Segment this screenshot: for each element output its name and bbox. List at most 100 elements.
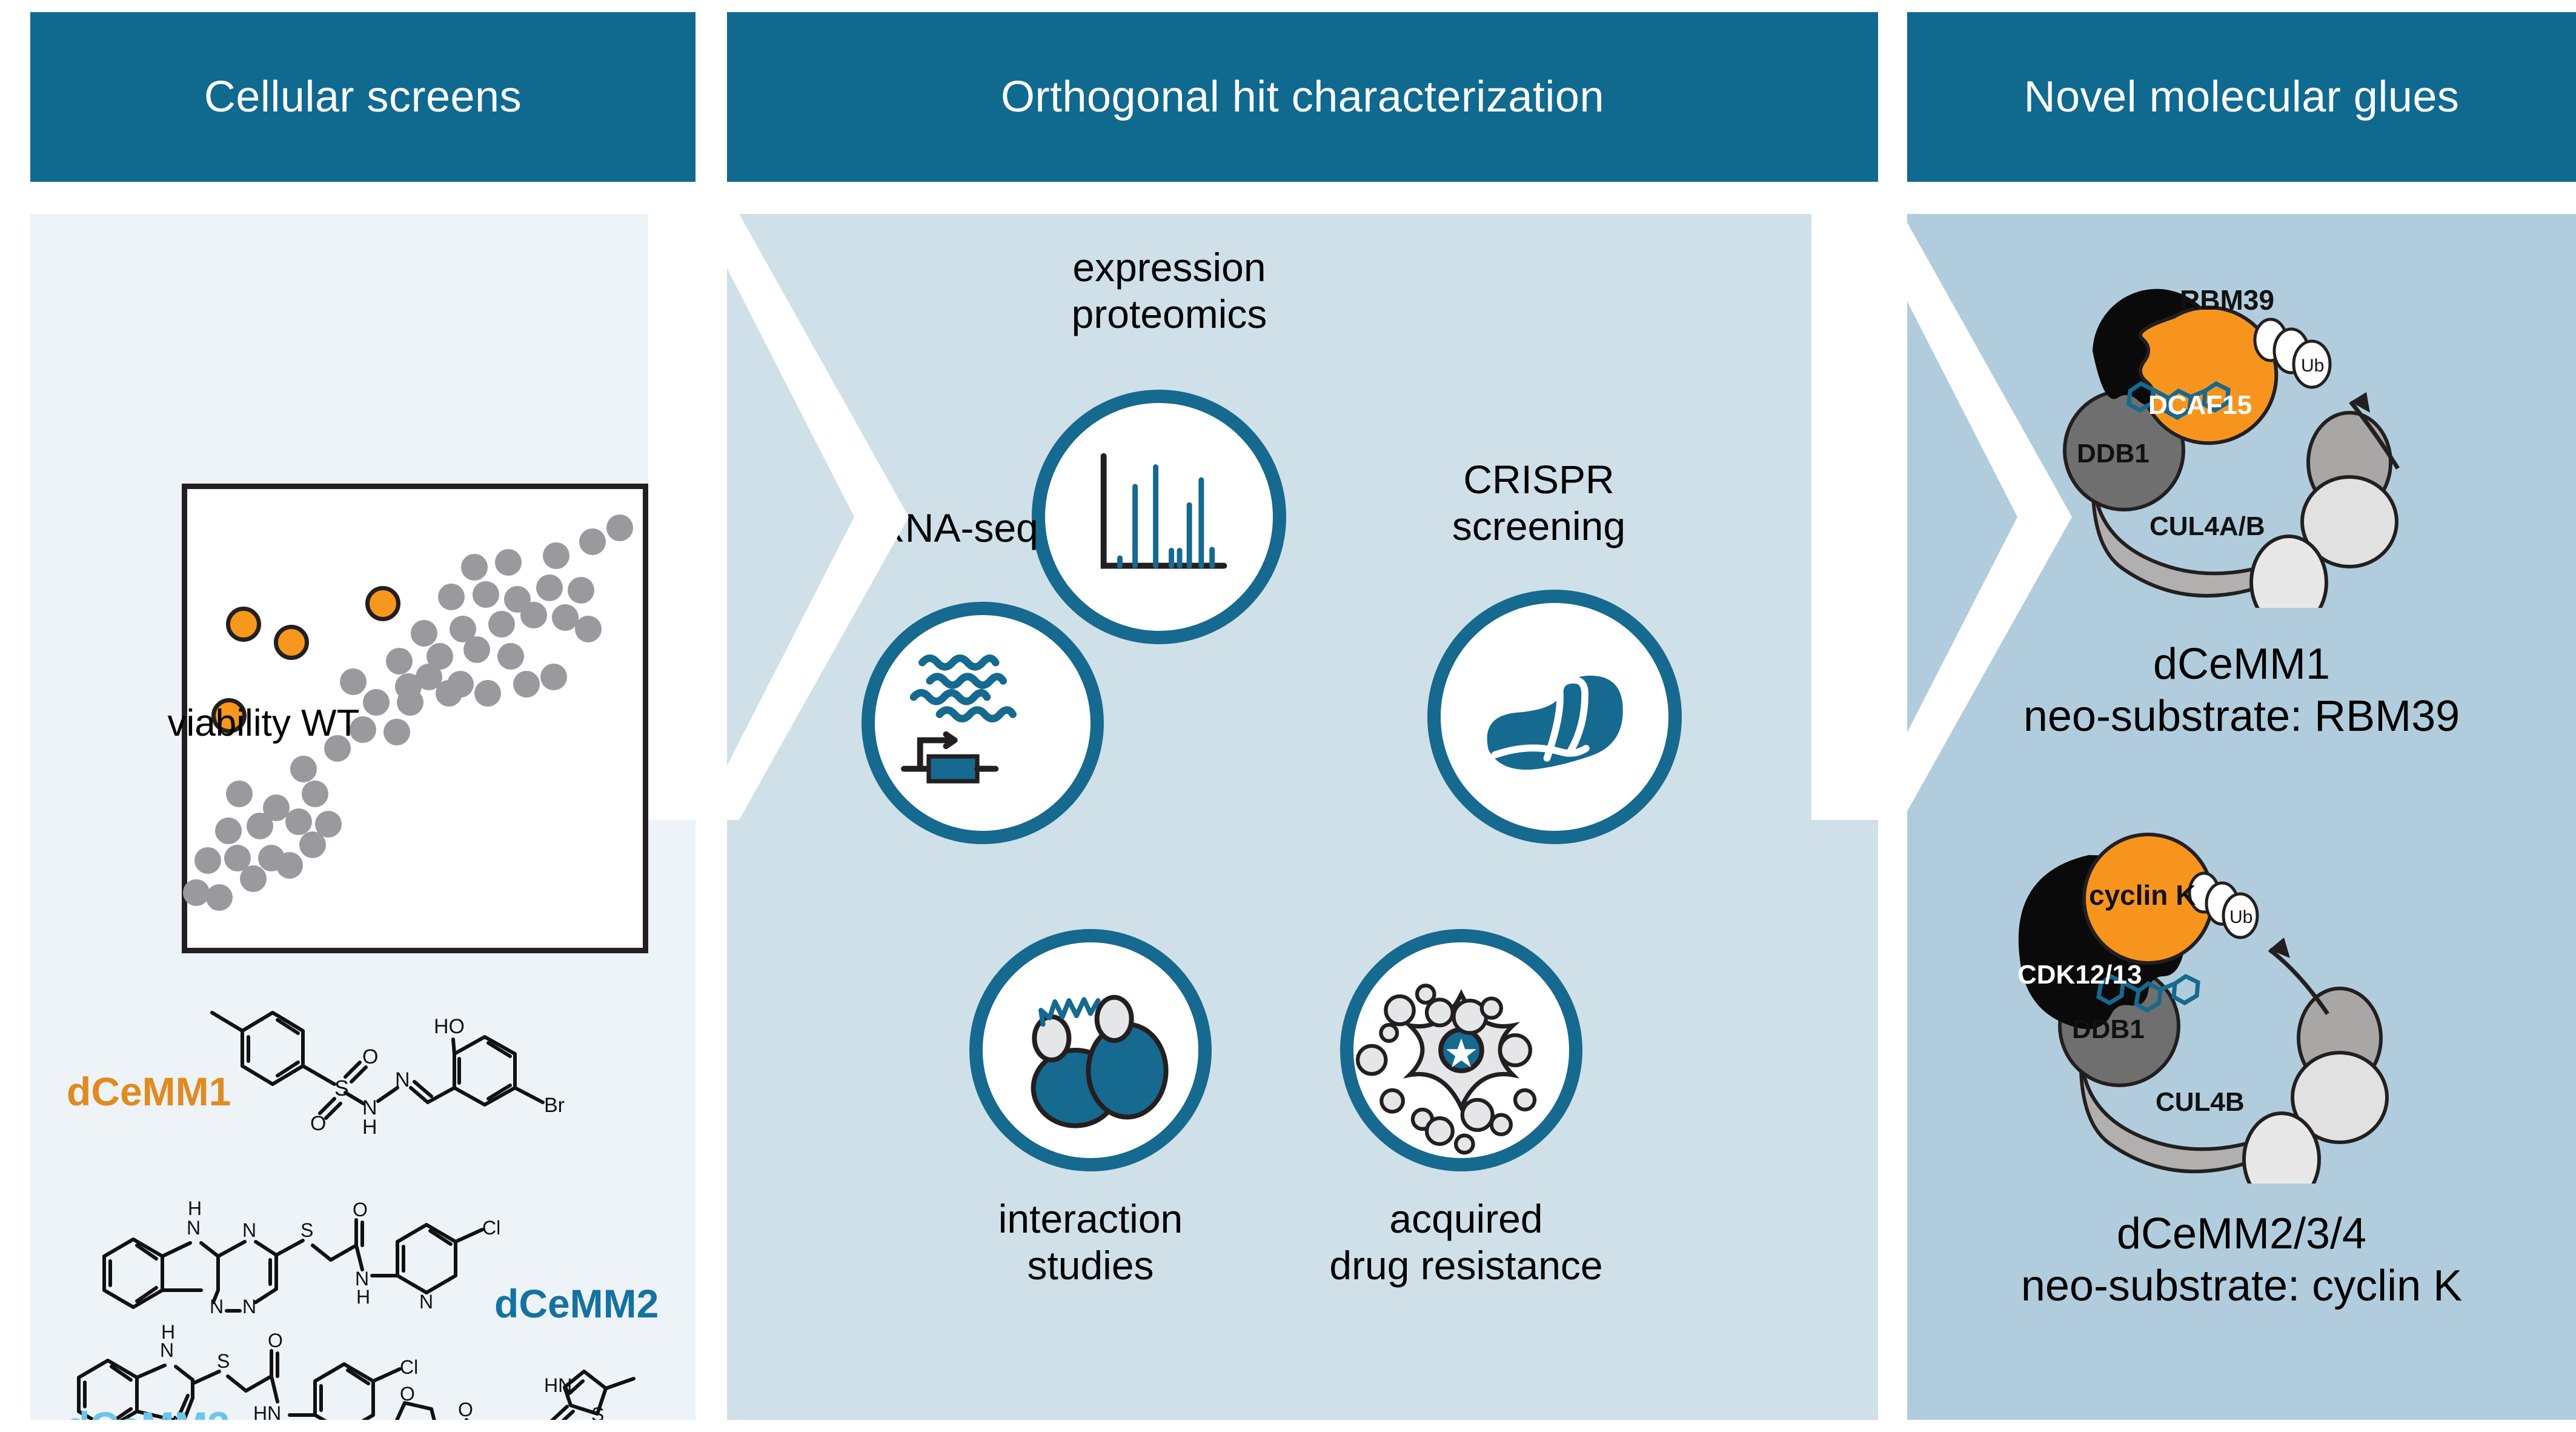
svg-text:HN: HN xyxy=(253,1402,281,1420)
svg-text:N: N xyxy=(419,1291,433,1313)
scatter-point xyxy=(194,847,221,874)
svg-text:HN: HN xyxy=(544,1374,572,1396)
method-label-interaction-studies: interaction studies xyxy=(998,1196,1183,1288)
scatter-point xyxy=(285,808,313,835)
svg-text:H: H xyxy=(356,1286,370,1308)
method-icon-rna-seq xyxy=(861,602,1104,844)
scatter-point xyxy=(349,716,376,744)
viability-scatter-plot xyxy=(182,484,648,953)
svg-text:H: H xyxy=(161,1321,175,1343)
scatter-point xyxy=(488,611,515,638)
compound-label-dcemm1: dCeMM1 xyxy=(67,1069,231,1114)
dcemm2-structure: N H N N N S xyxy=(102,1197,500,1317)
scatter-point xyxy=(540,664,568,691)
glue-caption-dcemm234: dCeMM2/3/4 neo-substrate: cyclin K xyxy=(2020,1210,2463,1311)
dcemm3-structure: N H N S O HN xyxy=(77,1321,418,1420)
svg-text:O: O xyxy=(400,1383,415,1405)
scatter-point xyxy=(438,583,465,610)
label-cul4b: CUL4B xyxy=(2156,1087,2245,1117)
panel-header-orthogonal-hit-characterization: Orthogonal hit characterization xyxy=(727,12,1878,182)
scatter-point xyxy=(240,865,267,893)
scatter-point-hit xyxy=(365,585,400,621)
svg-text:O: O xyxy=(310,1112,326,1135)
scatter-point xyxy=(226,781,253,808)
resistant-cell-icon xyxy=(1356,984,1537,1155)
mass-spectrum-icon xyxy=(1100,453,1227,569)
scatter-point-hit xyxy=(226,606,262,642)
scatter-point xyxy=(579,528,606,556)
panel-header-novel-molecular-glues: Novel molecular glues xyxy=(1907,12,2576,182)
svg-text:O: O xyxy=(353,1199,368,1221)
method-icon-interaction-studies xyxy=(969,929,1212,1171)
scatter-point xyxy=(568,576,595,604)
label-cyclin-k: cyclin K xyxy=(2089,879,2196,911)
scatter-point xyxy=(385,647,413,674)
scatter-point xyxy=(315,810,342,838)
scatter-point xyxy=(301,781,328,808)
svg-text:Cl: Cl xyxy=(482,1217,500,1239)
scatter-point xyxy=(214,817,242,844)
scatter-point xyxy=(504,585,531,613)
panel-body-orthogonal-hit-characterization: expression proteomics RNA-seq xyxy=(727,214,1878,1420)
svg-text:O: O xyxy=(458,1399,473,1420)
svg-text:S: S xyxy=(591,1404,604,1420)
scatter-point xyxy=(383,719,410,746)
scatter-point xyxy=(340,668,367,695)
svg-text:N: N xyxy=(242,1296,256,1317)
svg-text:N: N xyxy=(242,1219,256,1241)
svg-text:Cl: Cl xyxy=(400,1356,418,1378)
method-icon-drug-resistance xyxy=(1340,929,1582,1171)
chemical-structures-svg: S O O N H N HO xyxy=(77,1011,636,1420)
svg-text:HO: HO xyxy=(434,1015,465,1038)
complex-dcemm234: CDK12/13 DDB1 CUL4B cyclin K Ub xyxy=(1974,784,2519,1207)
scatter-point xyxy=(460,553,488,581)
protein-protein-icon xyxy=(1031,994,1169,1128)
panel-title-1: Cellular screens xyxy=(204,73,522,121)
label-ub-1: Ub xyxy=(2301,356,2324,376)
method-label-rna-seq: RNA-seq xyxy=(876,505,1038,550)
svg-text:Br: Br xyxy=(544,1094,565,1117)
cas9-icon xyxy=(1487,675,1623,770)
x-axis-label: viability WT xyxy=(167,702,360,744)
scatter-point xyxy=(513,670,540,698)
label-cul4ab: CUL4A/B xyxy=(2149,511,2265,541)
method-label-drug-resistance: acquired drug resistance xyxy=(1329,1196,1603,1288)
scatter-point xyxy=(495,549,522,576)
scatter-point xyxy=(497,643,524,670)
scatter-point xyxy=(411,620,438,647)
scatter-point xyxy=(543,542,570,569)
compound-structures: S O O N H N HO xyxy=(61,996,695,1420)
dcemm1-structure: S O O N H N HO xyxy=(210,1011,565,1139)
crl4-dcaf15-rbm39-diagram: DCAF15 DDB1 CUL4A/B RBM39 Ub xyxy=(2063,284,2400,630)
svg-text:N: N xyxy=(355,1268,369,1290)
svg-text:H: H xyxy=(362,1116,377,1139)
svg-text:S: S xyxy=(217,1350,230,1372)
scatter-point xyxy=(276,851,304,879)
label-rbm39: RBM39 xyxy=(2180,284,2274,316)
transcription-icon xyxy=(901,654,1017,784)
scatter-point xyxy=(427,643,454,670)
compound-label-dcemm2: dCeMM2 xyxy=(494,1281,659,1326)
scatter-point xyxy=(606,515,634,542)
svg-text:N: N xyxy=(160,1339,174,1361)
scatter-point xyxy=(574,615,602,642)
scatter-point xyxy=(183,879,210,907)
dcemm4-structure: S N O O O N xyxy=(394,1370,636,1420)
svg-text:O: O xyxy=(362,1045,378,1068)
scatter-point xyxy=(436,679,463,707)
scatter-point xyxy=(224,845,251,872)
label-ddb1-2: DDB1 xyxy=(2072,1014,2145,1044)
svg-text:S: S xyxy=(334,1076,349,1101)
panel-header-cellular-screens: Cellular screens xyxy=(30,12,695,182)
panel-title-2: Orthogonal hit characterization xyxy=(1000,73,1605,121)
scatter-point-hit xyxy=(274,625,310,661)
compound-label-dcemm3: dCeMM3 xyxy=(65,1403,230,1420)
crl4-cdk12-cyclink-diagram: CDK12/13 DDB1 CUL4B cyclin K Ub xyxy=(2017,833,2389,1207)
svg-text:H: H xyxy=(188,1197,202,1219)
panel-title-3: Novel molecular glues xyxy=(2023,73,2460,121)
scatter-point xyxy=(536,574,563,601)
scatter-point xyxy=(363,689,390,716)
glue-caption-dcemm1: dCeMM1 neo-substrate: RBM39 xyxy=(2023,640,2460,741)
method-icon-crispr-screening xyxy=(1427,590,1682,844)
method-label-crispr-screening: CRISPR screening xyxy=(1452,457,1626,548)
